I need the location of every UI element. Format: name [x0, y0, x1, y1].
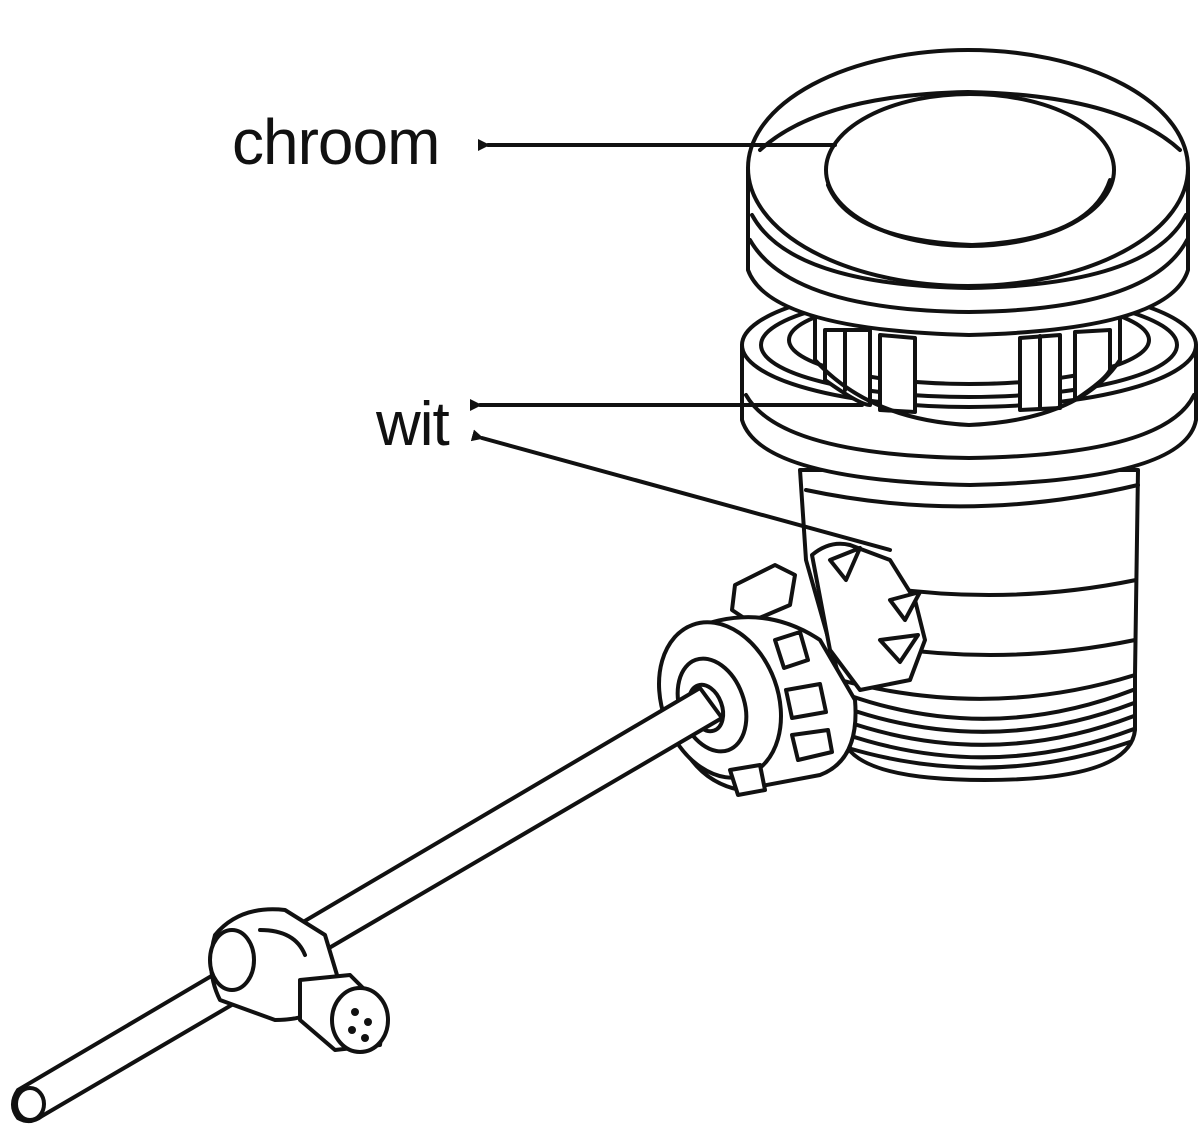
leader-lines	[470, 139, 892, 552]
threaded-tail	[840, 673, 1137, 782]
label-wit: wit	[376, 390, 450, 459]
rod-clamp	[208, 907, 390, 1054]
lift-rod	[11, 686, 724, 1123]
push-button-cap	[746, 48, 1190, 337]
arrow-wit-body	[470, 429, 892, 552]
label-chroom: chroom	[232, 106, 440, 178]
